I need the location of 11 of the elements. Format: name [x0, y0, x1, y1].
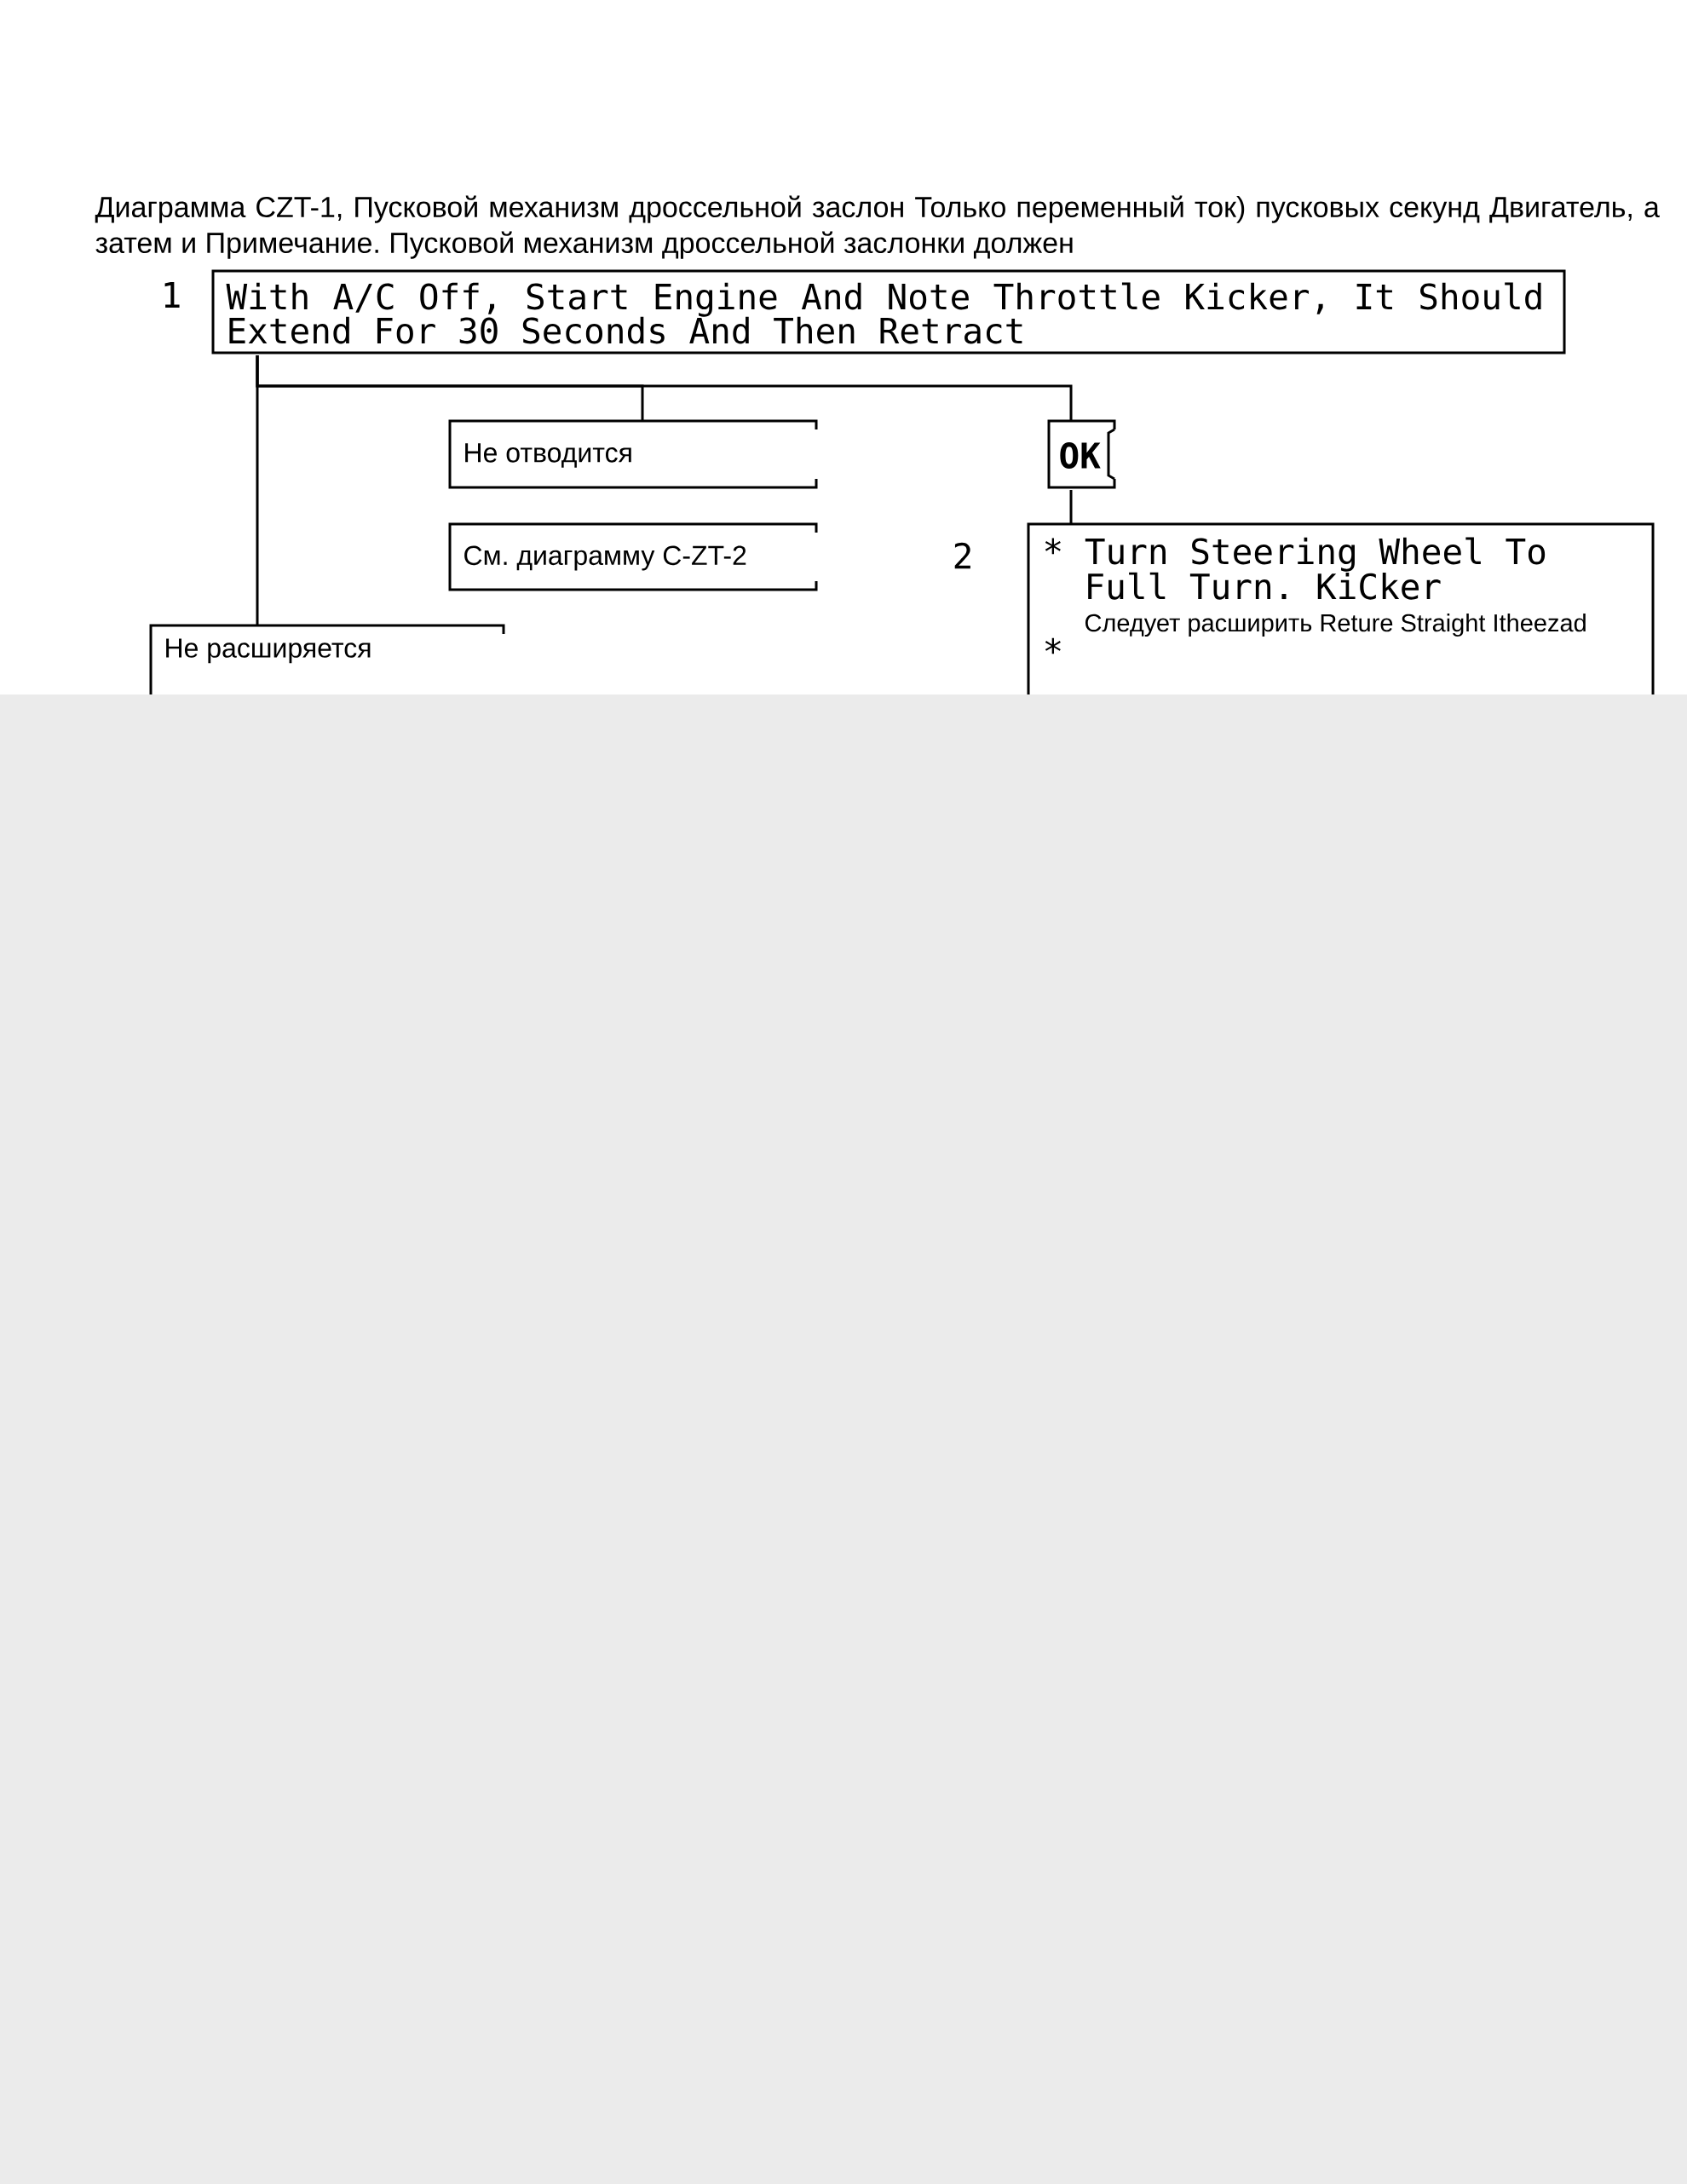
- step-number: 2: [954, 542, 970, 569]
- process-box: With A/C Off, Start Engine And Note Throttle Kicker, It Should Extend For 30 Seconds And Then Retract: [211, 269, 1566, 354]
- step-number: 1: [164, 282, 180, 308]
- process-box: * Turn Steering Wheel To Full Turn. KiCker Следует расширить Reture Straight Itheezad *: [1027, 522, 1655, 694]
- connector-line: [1069, 490, 1073, 524]
- process-box: Не отводится: [448, 419, 818, 489]
- process-box: Не расширяется: [149, 624, 505, 694]
- result-box: OK: [1047, 419, 1116, 489]
- connector-line: [256, 355, 259, 625]
- process-box: См. диаграмму C-ZT-2: [448, 522, 818, 591]
- title: Диаграмма CZT-1, Пусковой механизм дроссельной заслон Только переменный ток) пусковых секунд Двигатель, а затем и Примечание. Пусковой механизм дроссельной заслонки должен: [95, 195, 1660, 259]
